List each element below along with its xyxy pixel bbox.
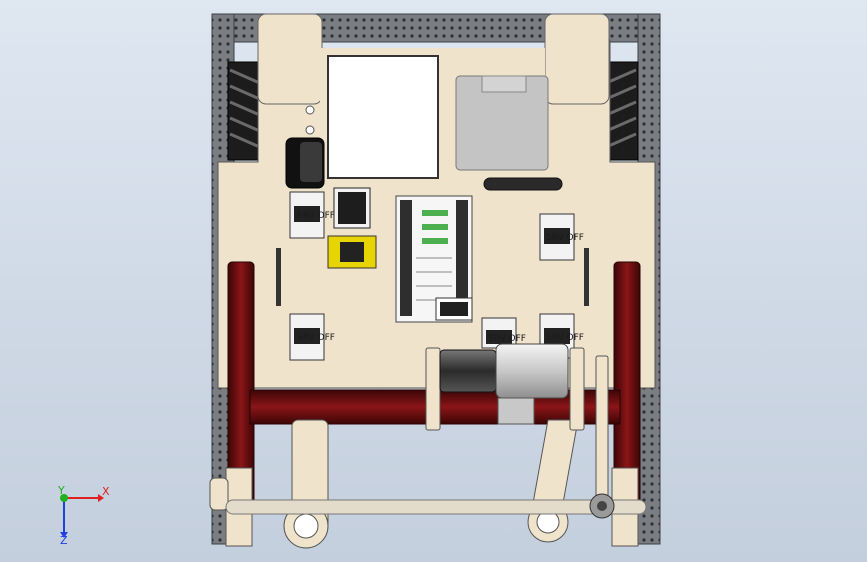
x-axis-arrow bbox=[98, 494, 104, 502]
servo-left-top[interactable]: SRV OFF bbox=[289, 191, 335, 239]
slot-left bbox=[276, 248, 281, 306]
lower-linkage-right[interactable] bbox=[527, 419, 579, 543]
y-axis-label: Y bbox=[57, 484, 65, 497]
servo-center-bottom-label: SRV OFF bbox=[488, 334, 526, 344]
y-axis-dot bbox=[60, 494, 68, 502]
battery-tab bbox=[481, 75, 527, 93]
expansion-hub[interactable] bbox=[435, 297, 473, 321]
axis-triad: X Y Z bbox=[57, 484, 110, 547]
servo-right-top[interactable]: SRV OFF bbox=[539, 213, 584, 261]
drive-motor-left[interactable] bbox=[285, 105, 325, 189]
fuse-block[interactable] bbox=[327, 235, 377, 269]
servo-left-bottom[interactable]: SRV OFF bbox=[289, 313, 335, 361]
screen-cutout bbox=[327, 55, 439, 179]
servo-left-top-label: SRV OFF bbox=[297, 211, 335, 221]
servo-right-top-label: SRV OFF bbox=[546, 233, 584, 243]
lower-linkage-left[interactable] bbox=[283, 419, 329, 549]
bottom-shaft[interactable] bbox=[225, 499, 647, 515]
servo-center-bottom[interactable]: SRV OFF bbox=[481, 317, 526, 349]
gearbox-motor[interactable] bbox=[425, 343, 609, 505]
z-axis-arrow bbox=[60, 532, 68, 538]
roller-left bbox=[209, 477, 229, 511]
x-axis-label: X bbox=[102, 485, 110, 498]
servo-right-bottom-label: SRV OFF bbox=[546, 333, 584, 343]
z-axis-label: Z bbox=[60, 534, 68, 547]
sprocket[interactable] bbox=[589, 493, 615, 519]
servo-left-bottom-label: SRV OFF bbox=[297, 333, 335, 343]
power-switch[interactable] bbox=[333, 187, 371, 229]
slot-right bbox=[584, 248, 589, 306]
cable-slot bbox=[483, 177, 563, 191]
